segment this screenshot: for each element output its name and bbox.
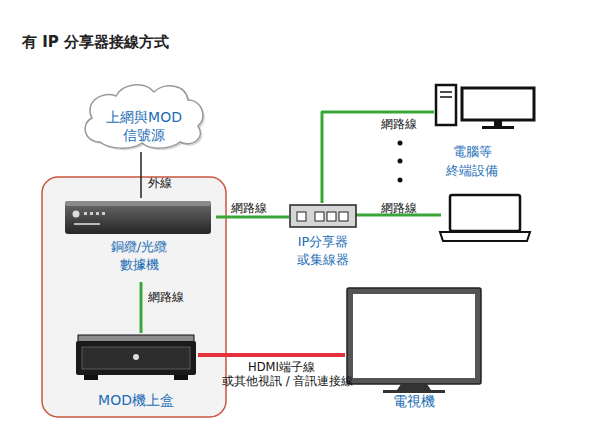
- modem-top: [65, 201, 211, 206]
- modem-icon: [62, 198, 216, 238]
- modem-led: [96, 212, 99, 215]
- node-label: MOD機上盒: [64, 391, 208, 409]
- router-node: IP分享器 或集線器: [289, 203, 357, 267]
- edge-label: HDMI端子線 或其他視訊 / 音訊連接線: [222, 360, 356, 388]
- router-port: [339, 212, 348, 221]
- set-top-box-icon: [74, 333, 198, 383]
- cloud-node: 上網與MOD 信號源: [78, 80, 210, 152]
- tv-icon: [345, 286, 483, 394]
- modem-logo: [73, 211, 80, 218]
- laptop-screen: [450, 195, 520, 231]
- router-port: [315, 212, 324, 221]
- cable-connector: [140, 152, 142, 198]
- modem-strip: [74, 223, 100, 225]
- tv-stand: [397, 384, 431, 390]
- node-label: IP分享器 或集線器: [288, 233, 358, 269]
- pc-base: [482, 126, 514, 129]
- pc-tower: [436, 85, 456, 125]
- router-icon: [289, 203, 357, 229]
- pc-stand: [494, 120, 502, 126]
- router-port: [327, 212, 336, 221]
- edge-label: 網路線: [148, 290, 184, 305]
- cable-connector: [322, 112, 434, 203]
- pc-drive: [440, 91, 452, 93]
- group-outline: [42, 177, 226, 417]
- cloud-outline: [85, 85, 203, 148]
- diagram-title: 有 IP 分享器接線方式: [22, 33, 169, 52]
- modem-node: 銅纜/光纜 數據機: [62, 198, 216, 282]
- modem-led: [90, 212, 93, 215]
- pc-monitor: [462, 88, 534, 120]
- modem-body: [65, 201, 211, 234]
- node-label: 電腦等 終端設備: [442, 142, 502, 180]
- node-label: 銅纜/光纜 數據機: [99, 238, 179, 274]
- node-label: 上網與MOD 信號源: [94, 108, 194, 144]
- router-body: [290, 205, 356, 227]
- modem-led: [84, 212, 87, 215]
- cable-connector: [140, 282, 143, 333]
- box-foot: [174, 375, 188, 380]
- edge-label: 外線: [148, 176, 172, 191]
- node-label: 電視機: [345, 392, 483, 410]
- tv-frame: [347, 288, 481, 384]
- ellipsis-dot: [398, 159, 403, 164]
- ellipsis-dot: [398, 141, 403, 146]
- tv-screen: [353, 294, 475, 378]
- tv-base: [383, 390, 445, 393]
- ellipsis-dot: [398, 178, 403, 183]
- cable-connector: [216, 216, 289, 219]
- set-top-box-node: MOD機上盒: [74, 333, 198, 411]
- modem-led: [102, 212, 105, 215]
- box-front: [76, 341, 196, 375]
- box-panel: [82, 347, 190, 369]
- tv-node: 電視機: [345, 286, 483, 410]
- desktop-icon: [434, 82, 538, 132]
- box-button: [133, 354, 139, 360]
- cable-label: 網路線: [381, 201, 417, 216]
- edge-label: 網路線: [381, 117, 417, 132]
- box-foot: [84, 375, 98, 380]
- edge-label: 網路線: [231, 201, 267, 216]
- router-port: [297, 212, 306, 221]
- laptop-base: [440, 232, 530, 241]
- computer-node: 電腦等 終端設備: [434, 82, 538, 180]
- cable-connector: [198, 353, 345, 357]
- pc-drive: [440, 96, 452, 98]
